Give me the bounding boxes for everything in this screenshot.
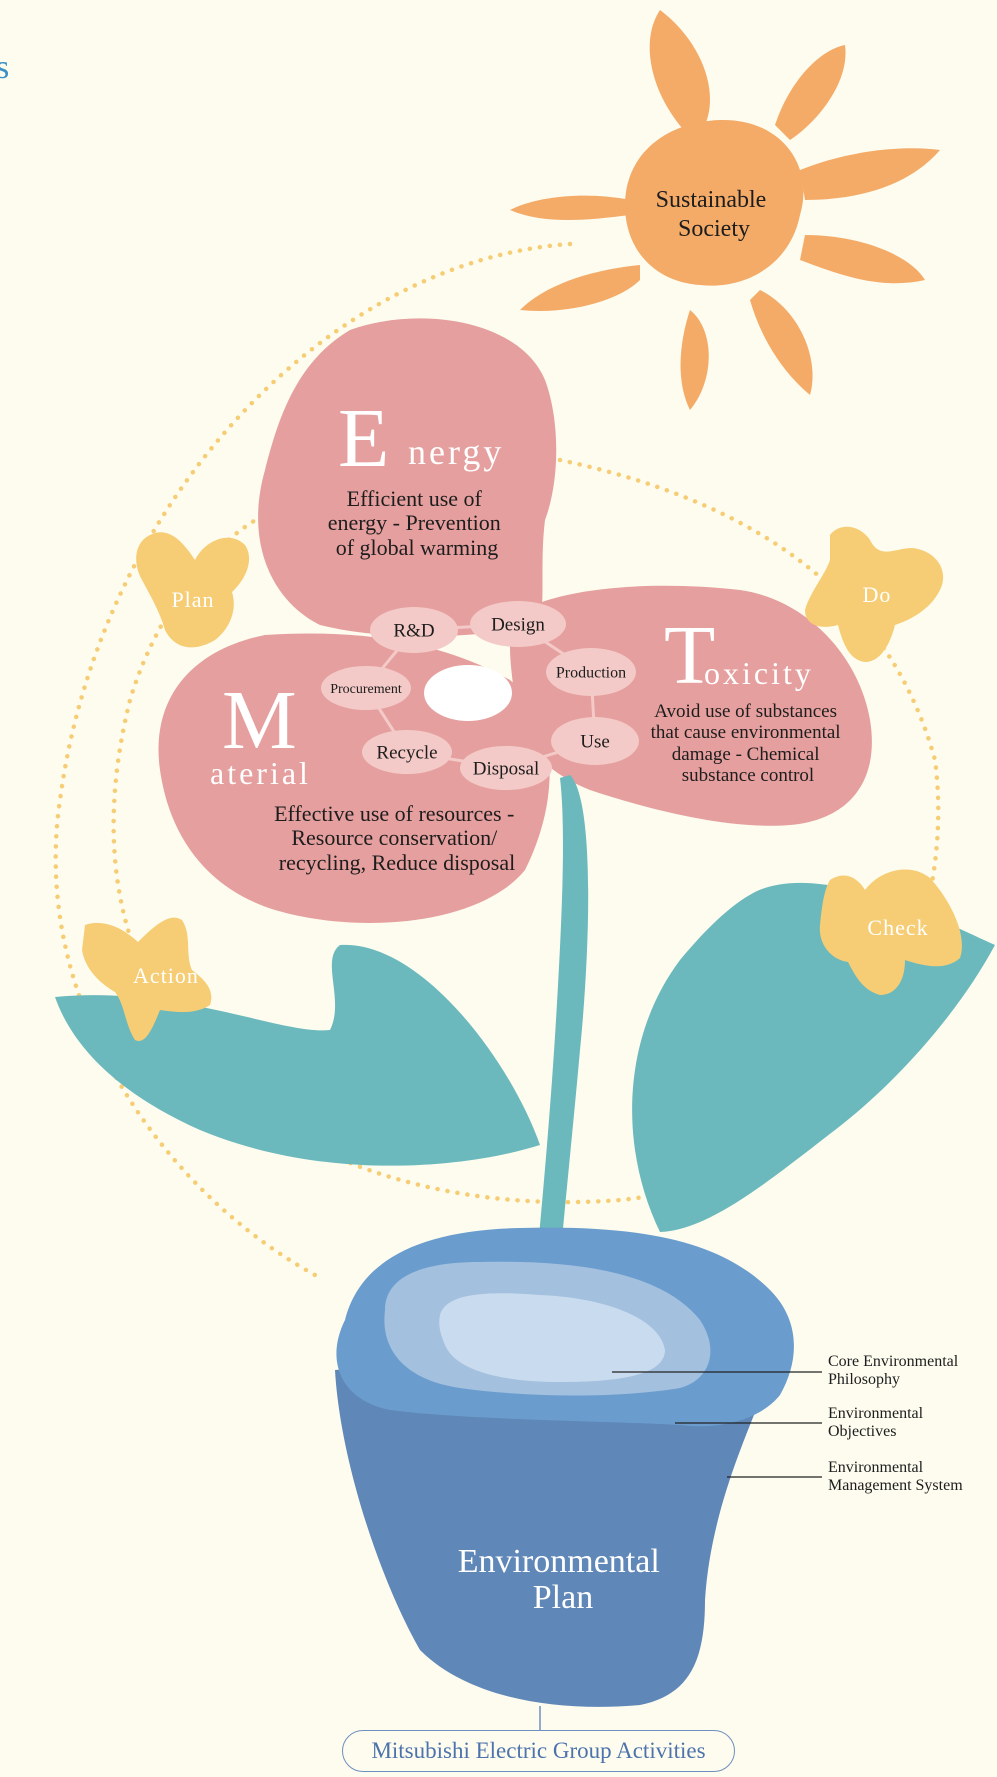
butterfly-icon: [819, 869, 962, 995]
pdca-dotted-path: [53, 241, 941, 1278]
footer-label: Mitsubishi Electric Group Activities: [342, 1730, 735, 1772]
leaves: [55, 882, 995, 1232]
cycle-node-label: Procurement: [330, 682, 402, 697]
cycle-node-label: Use: [580, 732, 610, 753]
check-label: Check: [867, 915, 928, 940]
cycle-node-bubble: [551, 717, 639, 765]
energy-heading: E nergy: [338, 392, 504, 485]
sun-body: [625, 119, 804, 286]
cycle-node-label: Disposal: [473, 759, 540, 780]
cycle-node-bubble: [370, 607, 458, 653]
action-label: Action: [133, 963, 199, 988]
svg-text:T: T: [664, 609, 715, 702]
flower-petals: [158, 318, 872, 923]
cycle-node-use: Use: [551, 717, 639, 765]
do-butterfly: Do: [805, 526, 944, 662]
pot-leader-lines: [612, 1371, 822, 1478]
butterfly-icon: [805, 526, 944, 662]
cycle-node-bubble: [321, 666, 411, 710]
flower-stem: [528, 775, 589, 1355]
right-leaf: [632, 882, 995, 1232]
check-butterfly: Check: [819, 869, 962, 995]
plan-butterfly: Plan: [136, 532, 250, 648]
cycle-node-disposal: Disposal: [460, 746, 552, 790]
cycle-node-bubble: [362, 730, 452, 774]
material-description: Effective use of resources - Resource co…: [274, 801, 520, 875]
layer-label-ems: Environmental Management System: [828, 1459, 963, 1494]
corner-mark: s: [0, 49, 9, 86]
cycle-node-r-d: R&D: [370, 607, 458, 653]
cycle-node-label: Design: [491, 615, 545, 636]
left-leaf: [55, 944, 540, 1166]
cycle-node-label: Production: [556, 665, 626, 682]
butterfly-icon: [82, 917, 212, 1041]
layer-label-core: Core Environmental Philosophy: [828, 1353, 962, 1388]
layer-label-objectives: Environmental Objectives: [828, 1405, 927, 1440]
energy-petal: [258, 318, 557, 637]
toxicity-petal: [510, 585, 872, 826]
svg-text:E: E: [338, 392, 389, 485]
energy-description: Efficient use of energy - Prevention of …: [328, 486, 507, 560]
pot-inner-layer: [439, 1293, 665, 1382]
toxicity-description: Avoid use of substances that cause envir…: [651, 701, 846, 786]
cycle-center: [424, 665, 512, 721]
cycle-node-design: Design: [470, 601, 566, 647]
cycle-node-recycle: Recycle: [362, 730, 452, 774]
sun-ray-icon: [510, 10, 940, 410]
pot-body: [335, 1340, 764, 1707]
action-butterfly: Action: [82, 917, 212, 1041]
cycle-node-bubble: [546, 648, 636, 696]
flower-pot: Environmental Plan: [335, 1227, 794, 1707]
cycle-node-procurement: Procurement: [321, 666, 411, 710]
pot-layer-labels: Core Environmental Philosophy Environmen…: [828, 1353, 963, 1494]
butterfly-icon: [136, 532, 250, 648]
svg-text:nergy: nergy: [408, 432, 504, 472]
pot-title: Environmental Plan: [458, 1543, 669, 1616]
do-label: Do: [863, 582, 892, 607]
cycle-node-label: R&D: [393, 621, 434, 642]
cycle-node-bubble: [460, 746, 552, 790]
cycle-node-production: Production: [546, 648, 636, 696]
svg-text:M: M: [222, 674, 297, 767]
plan-label: Plan: [171, 587, 214, 612]
sun: [510, 10, 940, 410]
cycle-node-label: Recycle: [376, 743, 437, 764]
sun-label: Sustainable Society: [656, 187, 773, 242]
cycle-node-bubble: [470, 601, 566, 647]
toxicity-heading: T oxicity: [664, 609, 814, 702]
svg-text:oxicity: oxicity: [704, 655, 814, 691]
svg-text:aterial: aterial: [210, 755, 311, 791]
material-heading: M aterial: [210, 674, 311, 791]
